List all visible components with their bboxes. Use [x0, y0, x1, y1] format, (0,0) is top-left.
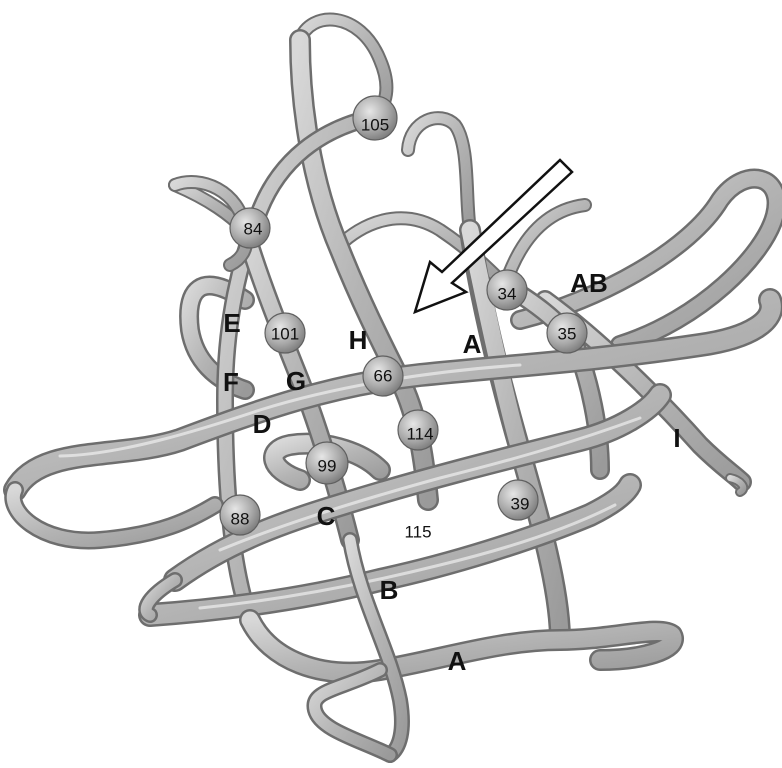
strand-label-a-bottom: A: [448, 646, 467, 676]
residue-84: 84: [230, 208, 270, 248]
residue-105: 105: [353, 96, 397, 140]
residue-66: 66: [363, 356, 403, 396]
residue-label-99: 99: [318, 457, 337, 476]
ribbon-strands: [13, 40, 771, 755]
residue-114: 114: [398, 410, 438, 450]
residue-35: 35: [547, 313, 587, 353]
residue-label-35: 35: [558, 325, 577, 344]
residue-label-114: 114: [406, 425, 433, 444]
strand-label-i: I: [673, 423, 680, 453]
residue-99: 99: [306, 442, 348, 484]
strand-label-a-top: A: [463, 329, 482, 359]
strand-label-g: G: [286, 366, 306, 396]
strand-label-b: B: [380, 575, 399, 605]
residue-label-115: 115: [404, 523, 431, 542]
residue-115: 115: [404, 523, 431, 542]
strand-label-f: F: [223, 367, 239, 397]
residue-label-101: 101: [271, 325, 299, 344]
strand-label-c: C: [317, 501, 336, 531]
residue-label-84: 84: [244, 220, 263, 239]
strand-label-d: D: [253, 409, 272, 439]
strand-label-h: H: [349, 325, 368, 355]
residue-39: 39: [498, 480, 538, 520]
residue-34: 34: [487, 270, 527, 310]
residue-88: 88: [220, 495, 260, 535]
residue-label-105: 105: [361, 116, 389, 135]
residue-label-34: 34: [498, 285, 517, 304]
strand-label-e: E: [223, 308, 240, 338]
strand-label-ab: AB: [570, 268, 608, 298]
residue-label-88: 88: [231, 510, 250, 529]
residue-101: 101: [265, 313, 305, 353]
residue-label-66: 66: [374, 367, 393, 386]
residue-label-39: 39: [511, 495, 530, 514]
